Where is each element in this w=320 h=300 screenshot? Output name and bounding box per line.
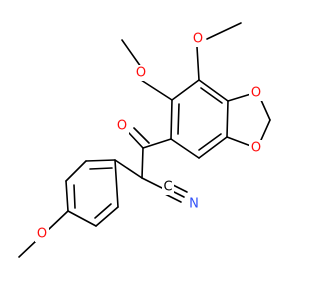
bond-ring1-f-inner bbox=[177, 103, 180, 135]
bond-ring1-b bbox=[198, 79, 229, 102]
atom-nitrile-n-text: N bbox=[189, 197, 199, 212]
bond-dioxole-a bbox=[227, 93, 252, 102]
bond-ring-to-carbonyl bbox=[142, 138, 172, 149]
atom-nitrile-c: C bbox=[162, 179, 174, 195]
bond-ring1-d-inner bbox=[198, 133, 222, 151]
molecule-structure: O O O O O O C N bbox=[18, 22, 271, 258]
bond-methoxy-methyl bbox=[18, 239, 38, 258]
bond-ring2-methoxy bbox=[47, 210, 69, 231]
bond-ring1-d bbox=[198, 136, 228, 159]
bond-methyl-b bbox=[206, 22, 242, 40]
bond-methyl-a bbox=[121, 39, 142, 68]
atom-nitrile-c-text: C bbox=[163, 180, 172, 195]
bond-ring1-b-inner bbox=[200, 87, 223, 104]
atom-o-methoxy-para-text: O bbox=[37, 227, 47, 242]
bond-alpha-ring2 bbox=[114, 159, 143, 179]
bond-dioxole-d bbox=[226, 136, 252, 147]
atom-o-methoxy-a-text: O bbox=[136, 66, 146, 81]
bond-ketone-a bbox=[128, 132, 144, 149]
atom-o-methoxy-para: O bbox=[35, 226, 49, 242]
atom-o-ketone-text: O bbox=[117, 119, 127, 134]
bond-ring1-c bbox=[226, 100, 229, 138]
atom-o-dioxole-bottom: O bbox=[249, 140, 263, 156]
bond-ring2-a-inner bbox=[89, 167, 113, 170]
atom-o-methoxy-b: O bbox=[191, 31, 205, 47]
bond-ring1-f bbox=[170, 99, 173, 140]
bond-ring2-a bbox=[85, 159, 116, 162]
atom-labels-group: O O O O O O C N bbox=[35, 31, 263, 242]
atom-o-dioxole-top-text: O bbox=[251, 86, 261, 101]
atom-o-dioxole-top: O bbox=[249, 85, 263, 101]
atom-o-methoxy-a: O bbox=[134, 65, 148, 81]
bond-methoxy-b-ring bbox=[196, 46, 200, 81]
bond-ring2-e-inner bbox=[94, 203, 112, 219]
bond-ring2-e bbox=[95, 206, 119, 227]
bond-ring2-f bbox=[114, 159, 119, 208]
bond-ring2-d bbox=[67, 210, 97, 227]
bond-dioxole-c bbox=[260, 119, 271, 141]
atom-o-methoxy-b-text: O bbox=[193, 32, 203, 47]
atom-nitrile-n: N bbox=[187, 196, 201, 212]
bond-carbonyl-alpha bbox=[141, 147, 144, 179]
bond-methoxy-a-ring bbox=[140, 79, 173, 101]
bond-ring2-b bbox=[65, 160, 87, 182]
bond-ring1-a bbox=[171, 79, 200, 101]
bond-ring2-c bbox=[65, 180, 69, 212]
atom-o-ketone: O bbox=[115, 118, 129, 134]
bond-ring1-e bbox=[170, 138, 200, 159]
bond-ring2-c-inner bbox=[73, 184, 76, 209]
bonds-group bbox=[18, 22, 271, 258]
atom-o-dioxole-bottom-text: O bbox=[251, 141, 261, 156]
bond-ketone-b bbox=[133, 127, 150, 144]
bond-dioxole-b bbox=[260, 99, 271, 121]
